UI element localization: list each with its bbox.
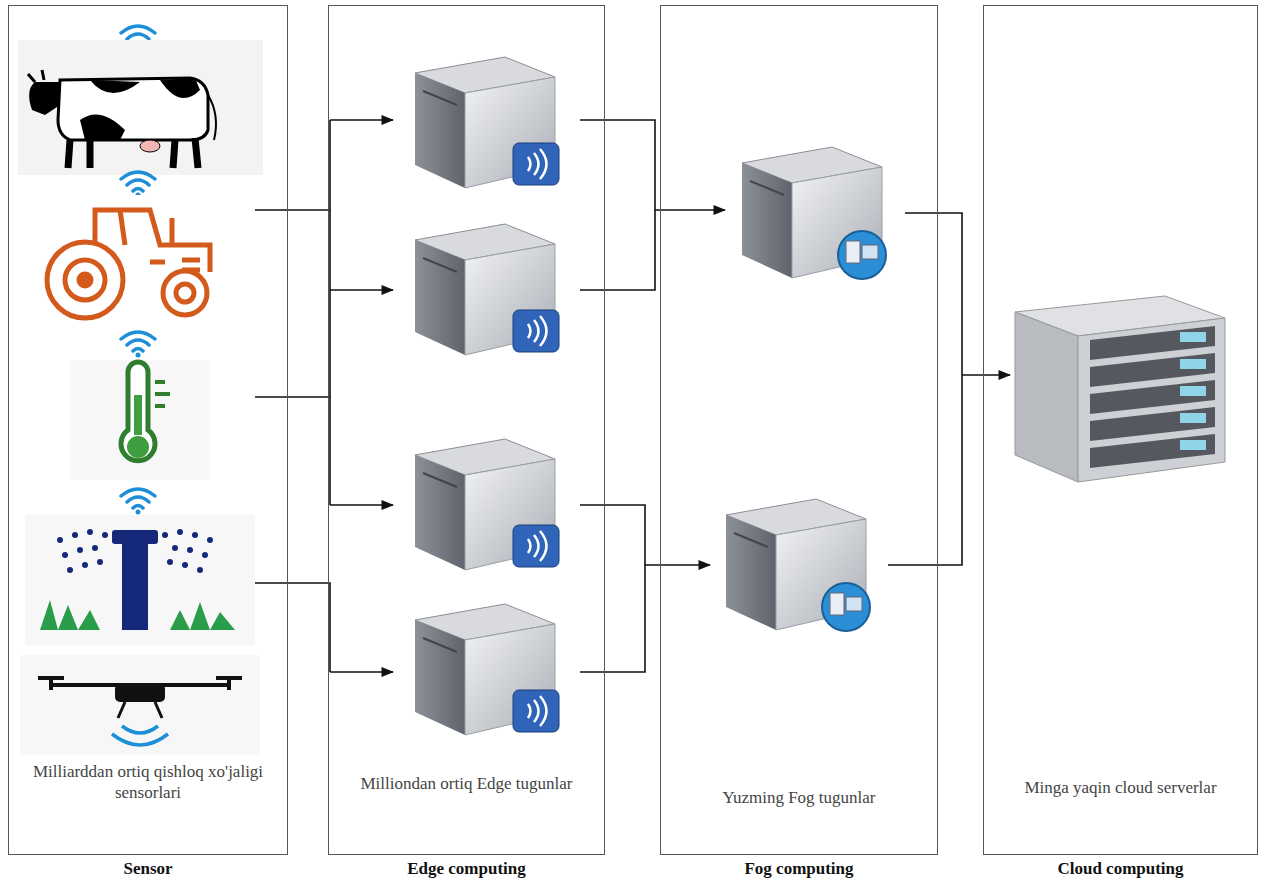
rack-slot <box>1090 326 1215 360</box>
connector-wires <box>255 120 1010 672</box>
edge-servers <box>405 57 559 735</box>
panel-text: Yuzming Fog tugunlar <box>667 787 931 808</box>
column-heading: Edge computing <box>319 857 614 881</box>
sensor-panel: Milliarddan ortiq qishloq xo'jaligi sens… <box>8 5 288 855</box>
edge-panel: Milliondan ortiq Edge tugunlarEdge compu… <box>328 5 605 855</box>
rack-slot <box>1090 407 1215 441</box>
tractor-icon <box>20 195 260 325</box>
sensor-icons <box>18 26 263 755</box>
rack-light <box>1180 413 1206 423</box>
cow-icon <box>28 70 216 168</box>
rack-slot <box>1090 353 1215 387</box>
cloud-rack <box>1015 296 1225 482</box>
rack-slot <box>1090 380 1215 414</box>
rack-light <box>1180 332 1206 342</box>
fog-servers <box>716 147 886 631</box>
panel-text: Minga yaqin cloud serverlar <box>990 777 1251 798</box>
drone-icon <box>20 655 260 755</box>
rack-light <box>1180 386 1206 396</box>
column-heading: Fog computing <box>651 857 947 881</box>
cloud-panel: Minga yaqin cloud serverlarCloud computi… <box>983 5 1258 855</box>
thermometer-icon <box>70 360 210 480</box>
fog-panel: Yuzming Fog tugunlarFog computing <box>660 5 938 855</box>
column-heading: Cloud computing <box>974 857 1264 881</box>
sprinkler-icon <box>25 515 255 645</box>
panel-text: Milliondan ortiq Edge tugunlar <box>335 773 598 794</box>
panel-text: Milliarddan ortiq qishloq xo'jaligi sens… <box>15 761 281 803</box>
rack-light <box>1180 440 1206 450</box>
rack-light <box>1180 359 1206 369</box>
rack-slot <box>1090 434 1215 468</box>
column-heading: Sensor <box>0 857 297 881</box>
